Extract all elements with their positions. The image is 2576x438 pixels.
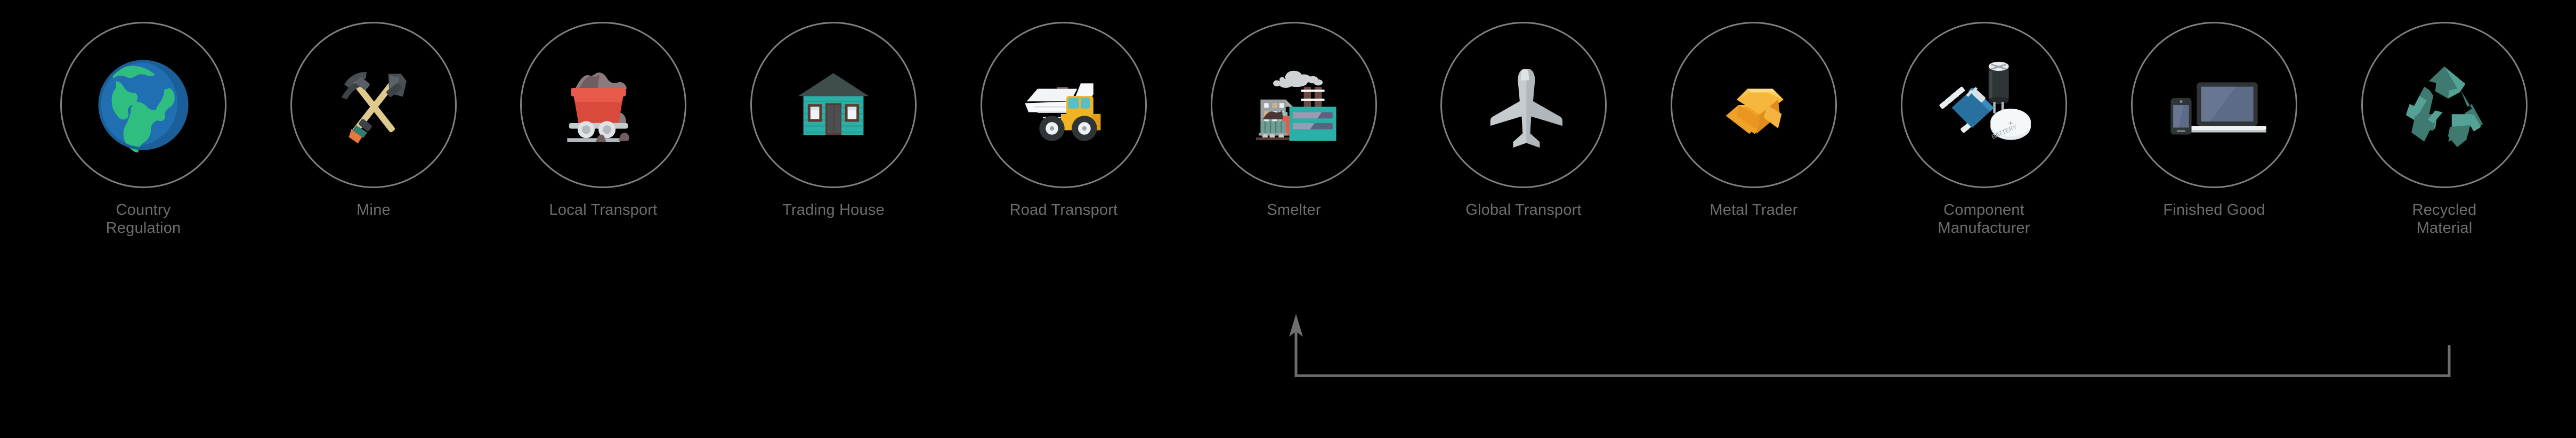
connector-recycled-to-smelter <box>1289 314 2451 377</box>
node-circle[interactable] <box>290 22 457 188</box>
node-circle[interactable] <box>1211 22 1377 188</box>
svg-text:+: + <box>2008 119 2013 128</box>
node-label: Trading House <box>782 201 885 218</box>
node-country-regulation[interactable]: Country Regulation <box>60 22 226 237</box>
recycle-symbol-icon <box>2391 52 2498 158</box>
node-circle[interactable] <box>981 22 1147 188</box>
node-metal-trader[interactable]: Metal Trader <box>1671 22 1837 219</box>
node-label: Metal Trader <box>1710 201 1798 218</box>
node-label: Mine <box>357 201 391 218</box>
globe-earth-icon <box>90 52 197 158</box>
node-circle[interactable] <box>2361 22 2528 188</box>
node-label: Component Manufacturer <box>1938 201 2030 237</box>
node-circle[interactable] <box>2131 22 2297 188</box>
node-finished-good[interactable]: Finished Good <box>2131 22 2297 219</box>
factory-smokestack-icon <box>1241 52 1347 158</box>
mine-cart-ore-icon <box>550 52 657 158</box>
node-component-manufacturer[interactable]: + BATTERY Component Manufacturer <box>1901 22 2067 237</box>
node-circle[interactable] <box>750 22 917 188</box>
airplane-icon <box>1470 52 1577 158</box>
node-circle[interactable] <box>520 22 686 188</box>
node-smelter[interactable]: Smelter <box>1211 22 1377 219</box>
node-local-transport[interactable]: Local Transport <box>520 22 686 219</box>
node-recycled-material[interactable]: Recycled Material <box>2361 22 2528 237</box>
node-label: Recycled Material <box>2412 201 2477 237</box>
node-mine[interactable]: Mine <box>290 22 457 219</box>
node-circle[interactable] <box>1671 22 1837 188</box>
pickaxe-shovel-icon <box>320 52 427 158</box>
gold-bars-icon <box>1700 52 1807 158</box>
node-road-transport[interactable]: Road Transport <box>981 22 1147 219</box>
node-label: Country Regulation <box>106 201 181 237</box>
node-label: Smelter <box>1267 201 1321 218</box>
node-label: Global Transport <box>1465 201 1582 218</box>
node-circle[interactable] <box>1440 22 1607 188</box>
node-label: Local Transport <box>549 201 658 218</box>
node-label: Finished Good <box>2163 201 2265 218</box>
connector-line <box>1294 320 2451 377</box>
dump-truck-icon <box>1010 52 1117 158</box>
node-circle[interactable]: + BATTERY <box>1901 22 2067 188</box>
electronic-components-icon: + BATTERY <box>1931 52 2037 158</box>
arrowhead-icon <box>1289 314 1303 337</box>
node-trading-house[interactable]: Trading House <box>750 22 917 219</box>
laptop-phone-icon <box>2161 52 2267 158</box>
shop-house-icon <box>780 52 887 158</box>
node-circle[interactable] <box>60 22 226 188</box>
node-label: Road Transport <box>1009 201 1118 218</box>
node-global-transport[interactable]: Global Transport <box>1440 22 1607 219</box>
